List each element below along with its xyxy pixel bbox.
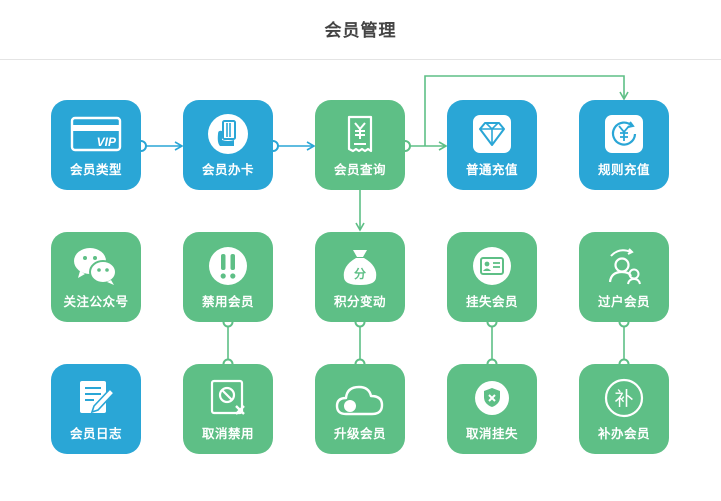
connector-query-to-normal-recharge	[399, 140, 448, 152]
tile-label: 会员类型	[69, 163, 122, 177]
tile-label: 规则充值	[597, 163, 650, 177]
tile-transfer-member[interactable]: 过户会员	[579, 232, 669, 322]
tile-label: 会员办卡	[201, 163, 254, 177]
tile-label: 积分变动	[333, 295, 386, 309]
tile-label: 会员日志	[69, 427, 122, 441]
yen-coin-icon	[598, 112, 650, 156]
bu-char-icon: 补	[598, 376, 650, 420]
receipt-yen-icon	[334, 112, 386, 156]
vip-card-icon: VIP	[70, 112, 122, 156]
connector-reissue-to-transfer	[618, 316, 630, 370]
tile-label: 普通充值	[465, 163, 518, 177]
card-hand-icon	[202, 112, 254, 156]
tile-label: 补办会员	[597, 427, 650, 441]
tile-member-type[interactable]: VIP 会员类型	[51, 100, 141, 190]
tile-label: 取消禁用	[201, 427, 254, 441]
diamond-icon	[466, 112, 518, 156]
tile-reissue-member[interactable]: 补 补办会员	[579, 364, 669, 454]
tile-cancel-lost[interactable]: 取消挂失	[447, 364, 537, 454]
tile-member-query[interactable]: 会员查询	[315, 100, 405, 190]
wechat-icon	[70, 244, 122, 288]
page-title: 会员管理	[324, 20, 397, 40]
connector-card-to-query	[267, 140, 316, 152]
tile-label: 挂失会员	[465, 295, 518, 309]
tile-normal-recharge[interactable]: 普通充值	[447, 100, 537, 190]
tile-label: 升级会员	[333, 427, 386, 441]
connector-type-to-card	[135, 140, 184, 152]
page-header: 会员管理	[0, 0, 721, 60]
tile-cancel-ban[interactable]: 取消禁用	[183, 364, 273, 454]
cancel-ban-icon	[202, 376, 254, 420]
tile-upgrade-member[interactable]: 升级会员	[315, 364, 405, 454]
tile-label: 过户会员	[597, 295, 650, 309]
tile-label: 关注公众号	[63, 295, 129, 309]
log-pen-icon	[70, 376, 122, 420]
tile-ban-member[interactable]: 禁用会员	[183, 232, 273, 322]
tile-label: 会员查询	[333, 163, 386, 177]
connector-cancel-lost-to-lost	[486, 316, 498, 370]
tile-member-log[interactable]: 会员日志	[51, 364, 141, 454]
shield-cancel-icon	[466, 376, 518, 420]
tile-report-lost[interactable]: 挂失会员	[447, 232, 537, 322]
tile-rule-recharge[interactable]: 规则充值	[579, 100, 669, 190]
user-transfer-icon	[598, 244, 650, 288]
connector-upgrade-to-points	[354, 316, 366, 370]
id-card-icon	[466, 244, 518, 288]
icon-text-bu: 补	[614, 388, 633, 410]
tile-points-change[interactable]: 分 积分变动	[315, 232, 405, 322]
tile-follow-wechat[interactable]: 关注公众号	[51, 232, 141, 322]
tile-member-card[interactable]: 会员办卡	[183, 100, 273, 190]
exclamation-icon	[202, 244, 254, 288]
connector-cancel-ban-to-ban	[222, 316, 234, 370]
svg-text:VIP: VIP	[97, 135, 117, 149]
tile-label: 禁用会员	[201, 295, 254, 309]
money-bag-icon: 分	[334, 244, 386, 288]
icon-text-fen: 分	[354, 266, 366, 281]
cloud-icon	[334, 376, 386, 420]
tile-label: 取消挂失	[465, 427, 518, 441]
